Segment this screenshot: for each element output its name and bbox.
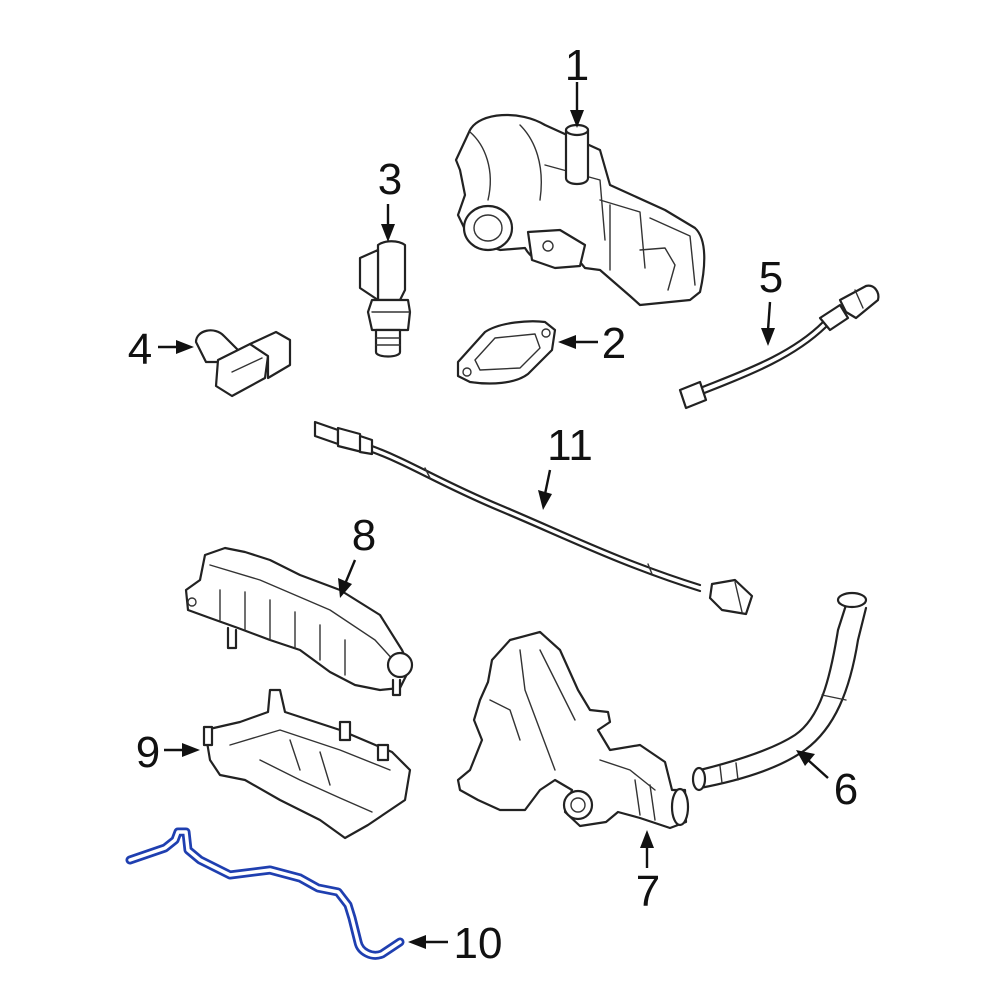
part-7-egr-housing[interactable] [456,630,690,830]
callout-4: 4 [128,325,152,374]
callout-1: 1 [565,41,589,90]
callout-6: 6 [834,765,858,814]
callout-7: 7 [636,867,660,916]
part-6-egr-pipe[interactable] [691,591,868,792]
leader-lines [158,82,829,949]
part-11-oxygen-sensor[interactable] [313,420,754,616]
part-2-gasket[interactable] [456,320,557,385]
callout-11: 11 [547,421,593,470]
callout-5: 5 [759,253,783,302]
part-3-pressure-sensor[interactable] [358,240,412,358]
part-8-egr-cooler[interactable] [184,546,414,697]
part-4-sensor[interactable] [194,329,292,398]
callout-10: 10 [454,919,503,968]
part-9-bracket[interactable] [202,688,412,840]
callout-8: 8 [352,511,376,560]
part-1-egr-valve[interactable] [454,113,706,307]
callout-3: 3 [378,155,402,204]
part-10-highlighted-tube[interactable] [125,827,405,960]
part-5-sensor-wire[interactable] [678,284,880,410]
callout-2: 2 [602,319,626,368]
callout-9: 9 [136,728,160,777]
